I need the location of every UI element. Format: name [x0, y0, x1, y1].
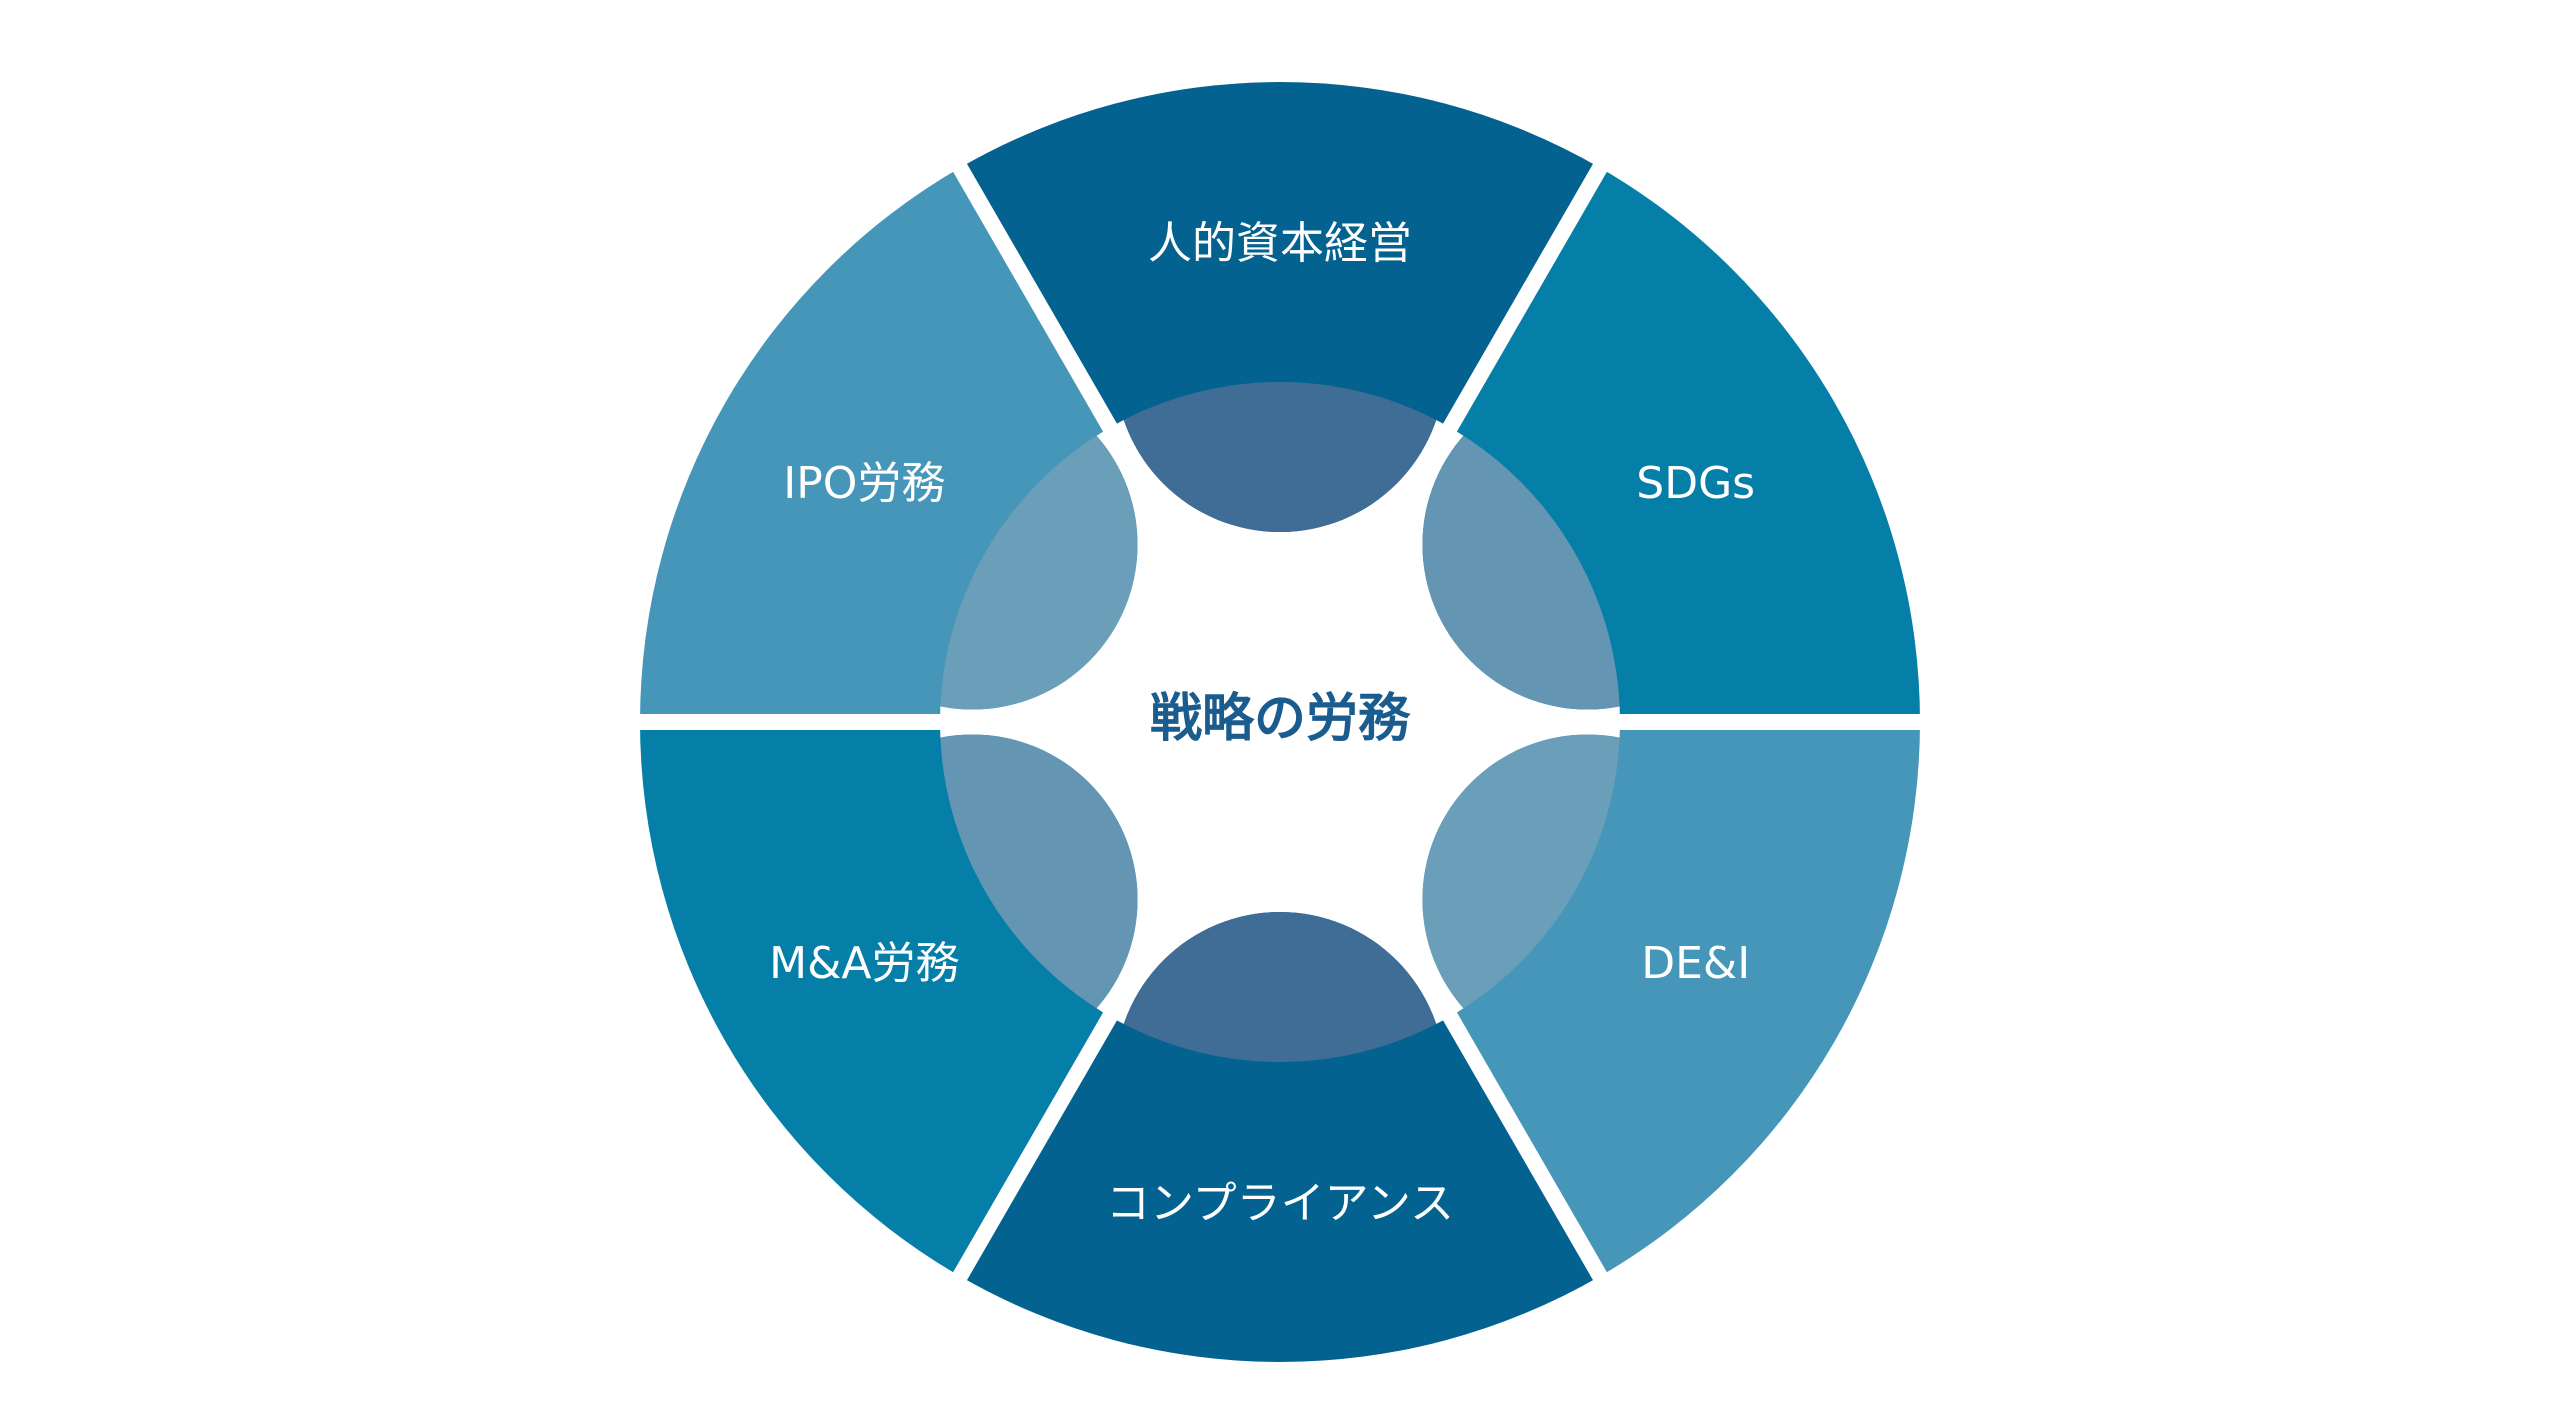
segment-label-human-capital: 人的資本経営 — [1148, 218, 1412, 269]
inner-lobe-ipo-labor — [807, 379, 1138, 710]
inner-lobe-ma-labor — [807, 734, 1138, 1065]
segment-label-compliance: コンプライアンス — [1106, 1178, 1454, 1229]
segment-label-ipo-labor: IPO労務 — [783, 458, 945, 509]
center-label: 戦略の労務 — [1150, 689, 1411, 749]
inner-ring-overlaps — [807, 202, 1753, 1242]
segment-label-dei: DE&I — [1641, 938, 1750, 989]
segment-label-sdgs: SDGs — [1636, 458, 1755, 509]
inner-lobe-sdgs — [1422, 379, 1753, 710]
inner-lobe-human-capital — [1115, 202, 1445, 532]
segment-label-ma-labor: M&A労務 — [769, 938, 959, 989]
inner-lobe-dei — [1422, 734, 1753, 1065]
center-hole — [1130, 572, 1430, 872]
inner-lobe-compliance — [1115, 912, 1445, 1242]
